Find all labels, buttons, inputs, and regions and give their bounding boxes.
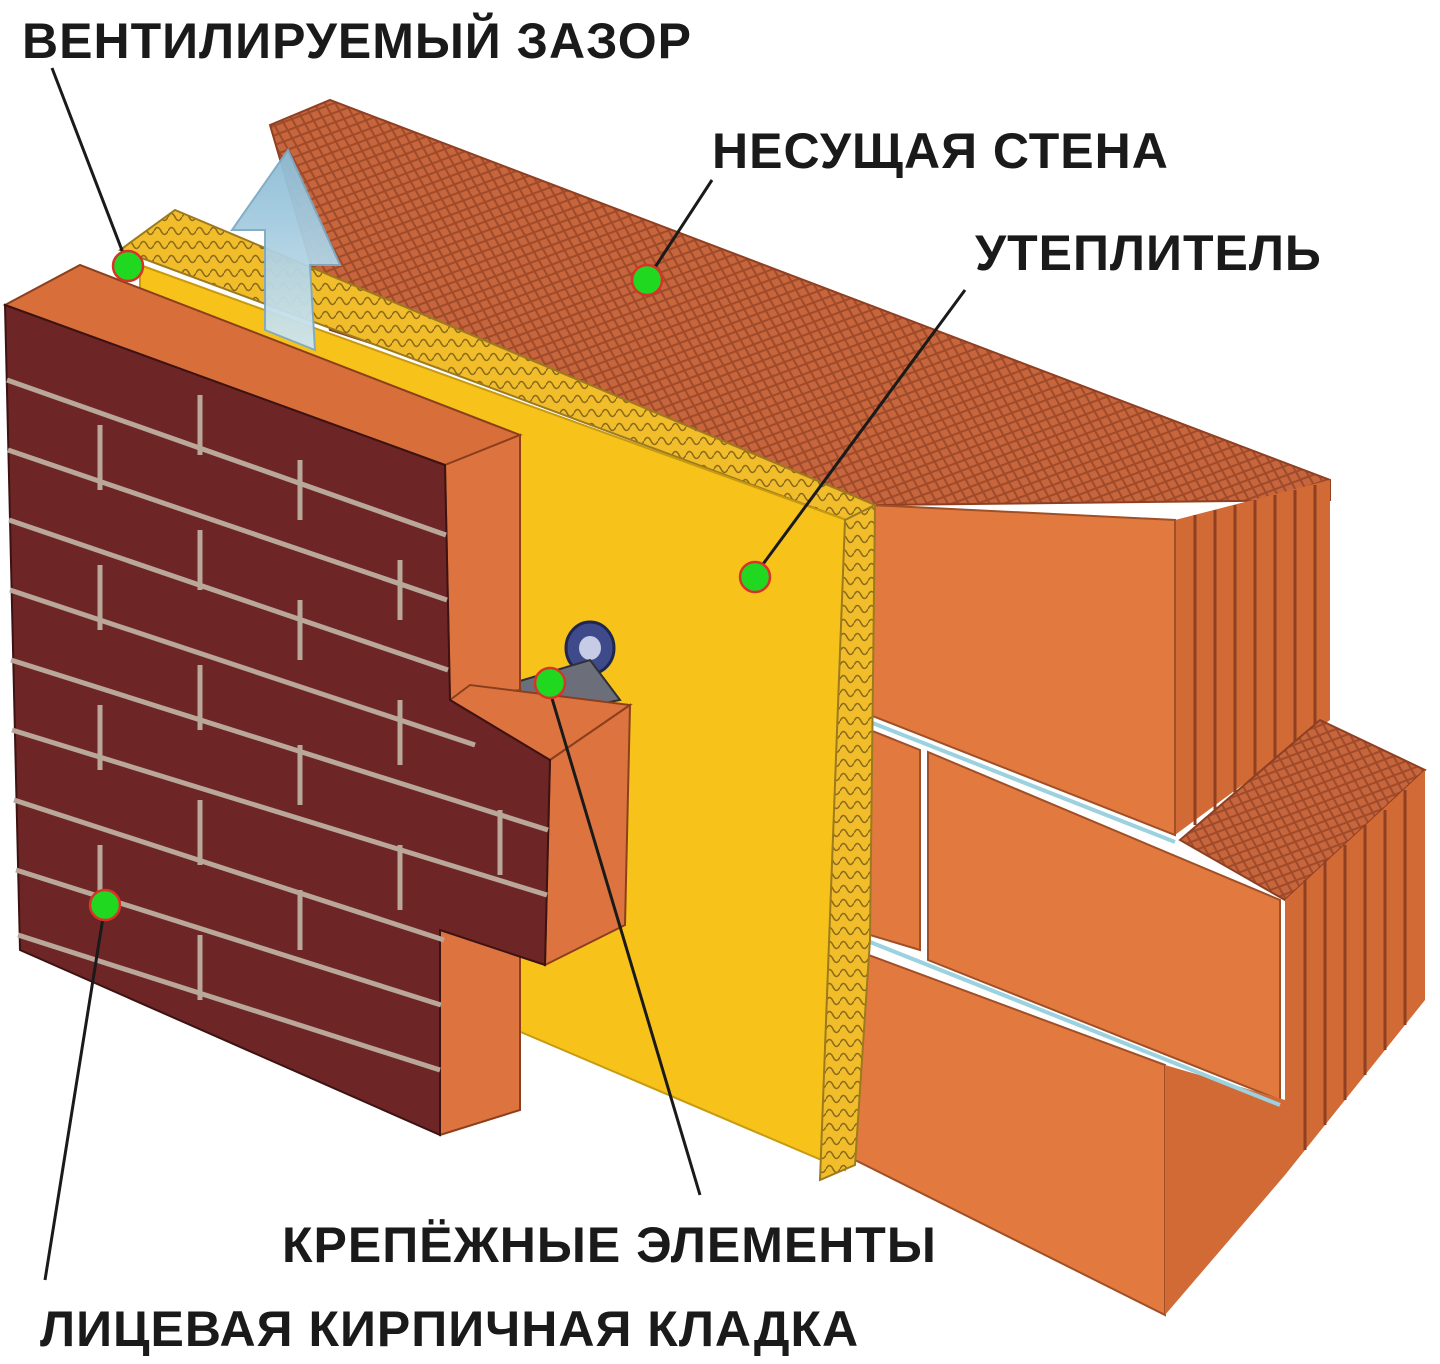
marker-ventilated-gap bbox=[111, 249, 145, 283]
label-facing-brickwork: ЛИЦЕВАЯ КИРПИЧНАЯ КЛАДКА bbox=[40, 1301, 859, 1357]
marker-dots bbox=[88, 249, 772, 922]
leader-fasteners bbox=[546, 684, 702, 1196]
marker-load-bearing-wall bbox=[630, 263, 664, 297]
leader-insulation bbox=[753, 289, 967, 576]
marker-insulation bbox=[738, 560, 772, 594]
block-side-bottom bbox=[1165, 1065, 1285, 1315]
wall-side-ribs-lower bbox=[1303, 790, 1407, 1150]
marker-fasteners bbox=[533, 666, 567, 700]
brick-side-upper bbox=[443, 433, 521, 702]
leader-lines bbox=[43, 67, 967, 1281]
brick-front-face bbox=[3, 303, 552, 1137]
leader-facing-brickwork bbox=[43, 904, 107, 1281]
block-face-2 bbox=[869, 728, 921, 952]
labels: ВЕНТИЛИРУЕМЫЙ ЗАЗОР НЕСУЩАЯ СТЕНА УТЕПЛИ… bbox=[22, 12, 1322, 1357]
wall-side-lower bbox=[1285, 770, 1425, 1175]
brick-mortar bbox=[6, 377, 549, 1073]
load-bearing-wall bbox=[268, 98, 1427, 1317]
label-insulation: УТЕПЛИТЕЛЬ bbox=[975, 225, 1322, 281]
leader-load-bearing-wall bbox=[646, 179, 714, 279]
facing-brickwork bbox=[2, 263, 633, 1137]
insulation-side-edge bbox=[818, 503, 877, 1182]
leader-ventilated-gap bbox=[50, 67, 130, 267]
label-ventilated-gap: ВЕНТИЛИРУЕМЫЙ ЗАЗОР bbox=[22, 12, 692, 69]
wall-side-ribs-upper bbox=[1193, 485, 1317, 825]
block-mortar-joints bbox=[869, 720, 1281, 1107]
marker-facing-brickwork bbox=[88, 888, 122, 922]
label-load-bearing-wall: НЕСУЩАЯ СТЕНА bbox=[712, 123, 1169, 179]
label-fasteners: КРЕПЁЖНЫЕ ЭЛЕМЕНТЫ bbox=[282, 1217, 937, 1273]
air-flow-arrow bbox=[230, 147, 342, 352]
